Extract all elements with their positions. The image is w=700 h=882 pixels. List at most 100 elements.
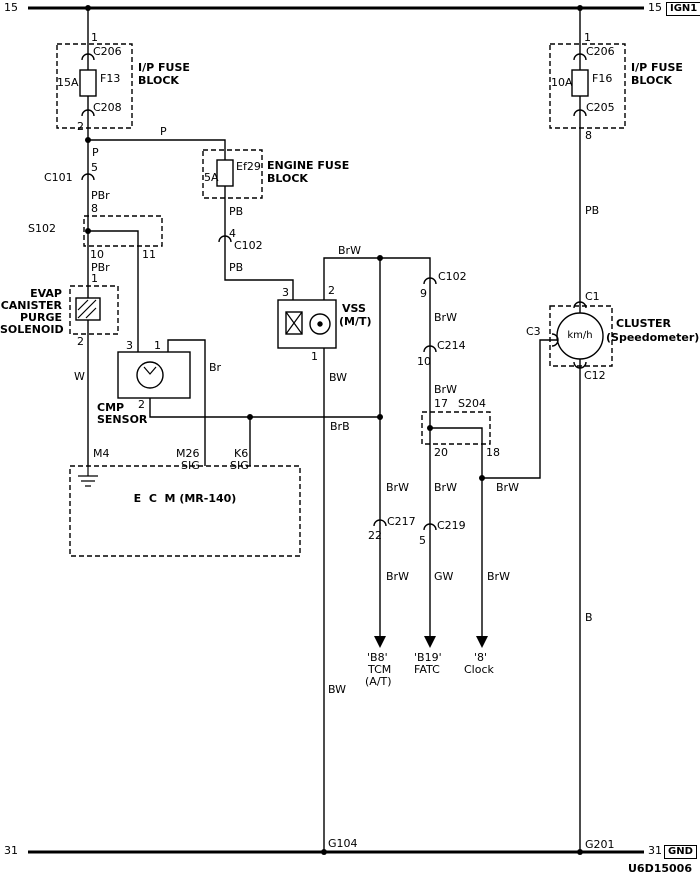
s102-label: S102 [28,222,56,235]
dest-tcm-name: TCM [368,663,392,676]
ground-g201: G201 [585,838,615,851]
junction-dots [85,5,583,855]
cmp-name-1: CMP [97,401,125,414]
cmp-pin1: 1 [154,339,161,352]
wire-brb: BrB [330,420,350,433]
ecm-pin-m4: M4 [93,447,110,460]
fuse-left-pin-bottom: 2 [77,120,84,133]
dest-clock-name: Clock [464,663,494,676]
c217-label: C217 [387,515,416,528]
symbol-details [77,299,303,487]
power-rail-lines [28,6,644,854]
cmp-name-2: SENSOR [97,413,148,426]
fuse-left-conn-bottom: C208 [93,101,122,114]
evap-solenoid-box [69,285,119,335]
fuse-right-name: F16 [592,72,613,85]
evap-pin2: 2 [77,335,84,348]
c102-pin9: 9 [420,287,427,300]
evap-name-1: EVAP [30,287,62,300]
fuse-left-name: F13 [100,72,121,85]
wire-brw-5: BrW [496,481,519,494]
ecm-pin-m26: M26 [176,447,200,460]
vss-cross [285,311,303,335]
wires [87,8,581,852]
cmp-notch [143,366,157,375]
evap-name-2: CANISTER [0,299,62,312]
fuse-left-rating: 15A [57,76,79,89]
ign1-tag: IGN1 [666,2,700,16]
fuse-right-title2: BLOCK [631,74,672,87]
s204-pin17: 17 [434,397,448,410]
component-boxes [56,43,626,557]
ground-g104: G104 [328,837,358,850]
c217-pin22: 22 [368,529,382,542]
fuse-right-rating: 10A [551,76,573,89]
rail-top-right-label: 15 [648,1,662,14]
fuse-left-title1: I/P FUSE [138,61,190,74]
s204-pin18: 18 [486,446,500,459]
rail-bottom-left-label: 31 [4,844,18,857]
c102-pin4: 4 [229,227,236,240]
engine-fuse-title2: BLOCK [267,172,308,185]
ip-fuse-block-left-box [56,43,133,129]
wire-brw-6: BrW [386,570,409,583]
ecm-m26-sig: SIG [181,459,200,472]
engine-fuse-rating: 5A [204,171,219,184]
wire-brw-main: BrW [338,244,361,257]
ecm-pin-k6: K6 [234,447,249,460]
evap-name-4: SOLENOID [0,323,64,336]
c102-9-label: C102 [438,270,467,283]
wire-pbr-2: PBr [91,261,110,274]
vss-pin1: 1 [311,350,318,363]
dest-clock-pin: '8' [474,651,488,664]
fuse-right-title1: I/P FUSE [631,61,683,74]
cluster-title1: CLUSTER [616,317,672,330]
wire-brw-1: BrW [434,311,457,324]
wire-brw-7: BrW [487,570,510,583]
wire-bw-2: BW [328,683,347,696]
arrow-icons [374,636,488,648]
s204-pin20: 20 [434,446,448,459]
fuse-left-conn-top: C206 [93,45,122,58]
speedometer-unit: km/h [567,330,593,341]
wire-brw-3: BrW [386,481,409,494]
evap-name-3: PURGE [19,311,62,324]
wire-p-vertical: P [92,146,99,159]
c219-label: C219 [437,519,466,532]
engine-fuse-name: Ef29 [236,160,261,173]
vss-pin2: 2 [328,284,335,297]
c214-pin10: 10 [417,355,431,368]
dest-fatc-pin: 'B19' [414,651,442,664]
c101-label: C101 [44,171,73,184]
dest-tcm-pin: 'B8' [367,651,388,664]
fuse-icon [79,69,97,97]
s102-pin11: 11 [142,248,156,261]
wire-gw: GW [434,570,454,583]
wire-b: B [585,611,593,624]
vss-box [277,299,337,349]
cmp-sensor-box [117,351,191,399]
solenoid-hatch [77,299,97,319]
ecm-k6-sig: SIG [230,459,249,472]
ip-fuse-block-right-box [549,43,626,129]
wire-pb-cluster: PB [585,204,600,217]
fuse-icon [216,159,234,187]
cluster-pin-c3: C3 [526,325,541,338]
fuse-left-pin-top: 1 [91,31,98,44]
c219-pin5: 5 [419,534,426,547]
cluster-title2: (Speedometer) [606,331,700,344]
rail-bottom-right-label: 31 [648,844,662,857]
connector-arc-icons [81,53,587,531]
ecm-box [69,465,301,557]
drawing-number: U6D15006 [628,862,692,875]
vss-pin3: 3 [282,286,289,299]
cmp-sensor-icon [136,361,164,389]
cluster-box [549,305,613,367]
gnd-tag: GND [664,845,697,859]
ecm-title: E C M (MR-140) [133,492,237,505]
cmp-pin2: 2 [138,398,145,411]
wire-w: W [74,370,85,383]
fuse-icon [571,69,589,97]
